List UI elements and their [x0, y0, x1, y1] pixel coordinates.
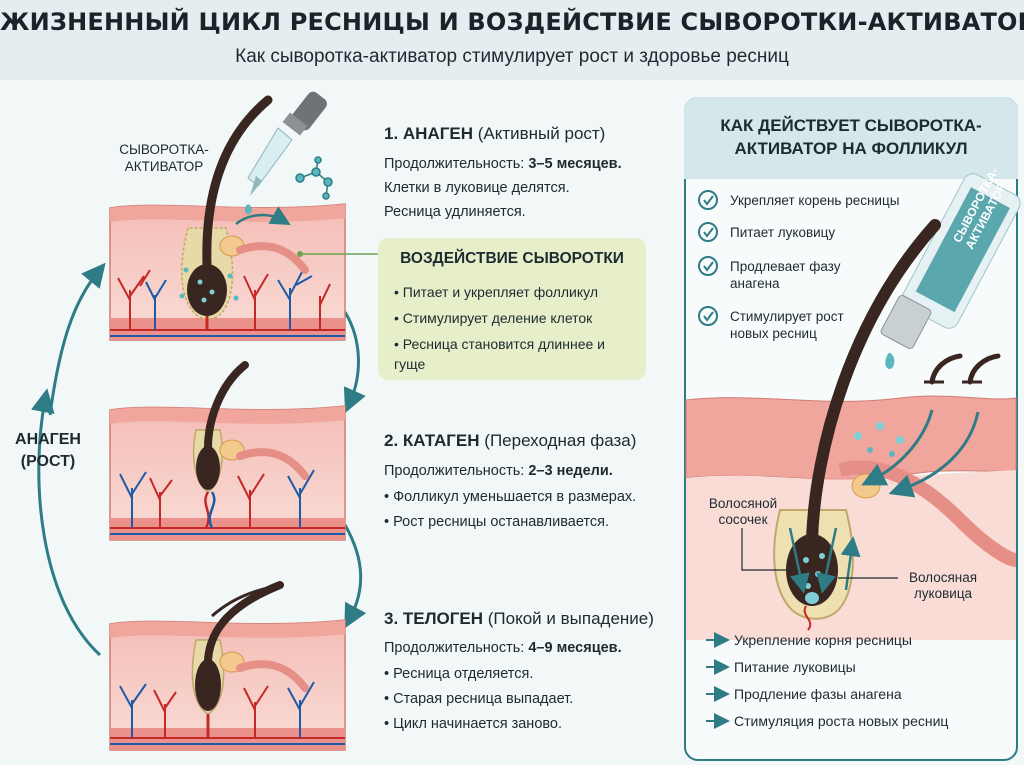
bulb-label-line-2: луковица	[913, 586, 973, 601]
serum-bottle-icon	[880, 173, 1021, 369]
serum-effect-item-1: • Питает и укрепляет фолликул	[394, 284, 598, 300]
check-item-3: Продлевает фазу анагена	[730, 259, 841, 291]
cycle-label-line-2: (РОСТ)	[20, 453, 76, 470]
papilla-label-line-2: сосочек	[718, 512, 768, 527]
lash-icons	[924, 353, 1001, 385]
serum-dropper-icon	[235, 91, 327, 225]
list-arrow-icons	[706, 632, 730, 729]
stage-3-name: 3. ТЕЛОГЕН	[384, 609, 484, 628]
stage-1-duration: Продолжительность: 3–5 месяцев.	[384, 156, 622, 172]
stage-2-duration-value: 2–3 недели.	[528, 463, 613, 479]
cycle-arrow-left	[30, 262, 106, 657]
stage-1-heading: 1. АНАГЕН (Активный рост)	[384, 124, 605, 144]
skin-block-telogen	[109, 581, 346, 751]
stage-1-name: 1. АНАГЕН	[384, 124, 473, 143]
cycle-arrow-right-2	[343, 524, 367, 629]
header-banner	[0, 0, 1024, 80]
stage-3-duration-value: 4–9 месяцев.	[528, 640, 622, 656]
stage-1-line-2: Ресница удлиняется.	[384, 204, 526, 220]
stage-2-heading: 2. КАТАГЕН (Переходная фаза)	[384, 431, 636, 451]
cycle-arrow-right-1	[343, 311, 366, 413]
serum-effect-item-2: • Стимулирует деление клеток	[394, 310, 593, 326]
serum-label-line-1: СЫВОРОТКА-	[119, 142, 209, 157]
serum-label-line-2: АКТИВАТОР	[124, 159, 204, 174]
panel-label-leaders	[741, 528, 898, 579]
cycle-label-line-1: АНАГЕН	[15, 431, 81, 448]
page-title: ЖИЗНЕННЫЙ ЦИКЛ РЕСНИЦЫ И ВОЗДЕЙСТВИЕ СЫВ…	[0, 8, 1024, 36]
stage-2-duration-label: Продолжительность:	[384, 463, 525, 479]
stage-1-line-1: Клетки в луковице делятся.	[384, 180, 570, 196]
side-title-line-2: АКТИВАТОР НА ФОЛЛИКУЛ	[734, 139, 968, 158]
serum-effect-box: ВОЗДЕЙСТВИЕ СЫВОРОТКИ • Питает и укрепля…	[378, 238, 646, 380]
stage-3-subtitle: (Покой и выпадение)	[487, 609, 654, 628]
effect-list-item-2: Питание луковицы	[734, 659, 856, 675]
skin-block-anagen	[109, 95, 346, 341]
stage-2-name: 2. КАТАГЕН	[384, 431, 480, 450]
check-item-1: Укрепляет корень ресницы	[730, 193, 900, 208]
serum-label: СЫВОРОТКА- АКТИВАТОР	[108, 141, 220, 175]
panel-skin	[685, 219, 1018, 640]
side-title-line-1: КАК ДЕЙСТВУЕТ СЫВОРОТКА-	[720, 116, 982, 135]
serum-effect-item-3: • Ресница становится длиннее и гуще	[394, 336, 605, 372]
papilla-label: Волосяной сосочек	[700, 496, 786, 528]
bulb-label: Волосяная луковица	[898, 570, 988, 602]
effect-list-item-4: Стимуляция роста новых ресниц	[734, 713, 949, 729]
stage-2-subtitle: (Переходная фаза)	[484, 431, 637, 450]
check-item-4: Стимулирует рост новых ресниц	[730, 309, 844, 341]
cycle-label: АНАГЕН (РОСТ)	[6, 429, 90, 473]
bulb-label-line-1: Волосяная	[908, 570, 978, 585]
check-item-2: Питает луковицу	[730, 225, 836, 240]
stage-3-line-1: • Ресница отделяется.	[384, 666, 534, 682]
page-subtitle: Как сыворотка-активатор стимулирует рост…	[235, 46, 789, 67]
stage-1-subtitle: (Активный рост)	[477, 124, 606, 143]
side-panel-title: КАК ДЕЙСТВУЕТ СЫВОРОТКА- АКТИВАТОР НА ФО…	[684, 114, 1018, 160]
stage-2-duration: Продолжительность: 2–3 недели.	[384, 463, 613, 479]
effect-list-item-3: Продление фазы анагена	[734, 686, 902, 702]
stage-3-line-2: • Старая ресница выпадает.	[384, 691, 574, 707]
skin-block-catagen	[109, 361, 346, 541]
stage-3-duration-label: Продолжительность:	[384, 640, 525, 656]
stage-1-duration-label: Продолжительность:	[384, 156, 525, 172]
stage-3-duration: Продолжительность: 4–9 месяцев.	[384, 640, 622, 656]
check-icons	[698, 190, 718, 326]
effect-list-item-1: Укрепление корня ресницы	[734, 632, 912, 648]
serum-effect-title: ВОЗДЕЙСТВИЕ СЫВОРОТКИ	[400, 250, 624, 267]
stage-3-heading: 3. ТЕЛОГЕН (Покой и выпадение)	[384, 609, 654, 629]
molecule-icon	[295, 156, 333, 200]
papilla-label-line-1: Волосяной	[708, 496, 778, 511]
stage-1-duration-value: 3–5 месяцев.	[528, 156, 622, 172]
stage-2-line-2: • Рост ресницы останавливается.	[384, 514, 610, 530]
stage-3-line-3: • Цикл начинается заново.	[384, 716, 563, 732]
stage-2-line-1: • Фолликул уменьшается в размерах.	[384, 489, 637, 505]
